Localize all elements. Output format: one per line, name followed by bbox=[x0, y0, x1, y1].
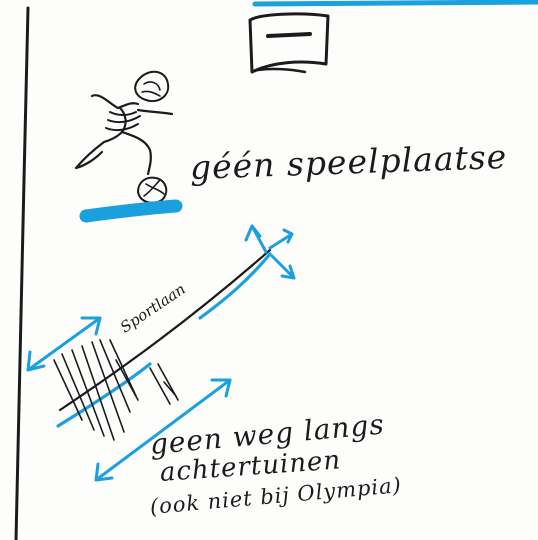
road-end-arrows-icon bbox=[244, 224, 296, 280]
double-arrow-upper-icon bbox=[26, 316, 102, 372]
left-border-line bbox=[14, 6, 30, 540]
ground-blue-stroke bbox=[79, 199, 183, 223]
top-edge-blue-stroke bbox=[252, 0, 538, 7]
road-blue-line bbox=[56, 252, 272, 428]
road-line bbox=[58, 248, 272, 412]
child-with-ball-icon bbox=[74, 70, 174, 204]
hatched-area bbox=[53, 339, 179, 441]
double-arrow-lower-icon bbox=[94, 378, 232, 482]
flag-sign-icon bbox=[248, 12, 330, 74]
